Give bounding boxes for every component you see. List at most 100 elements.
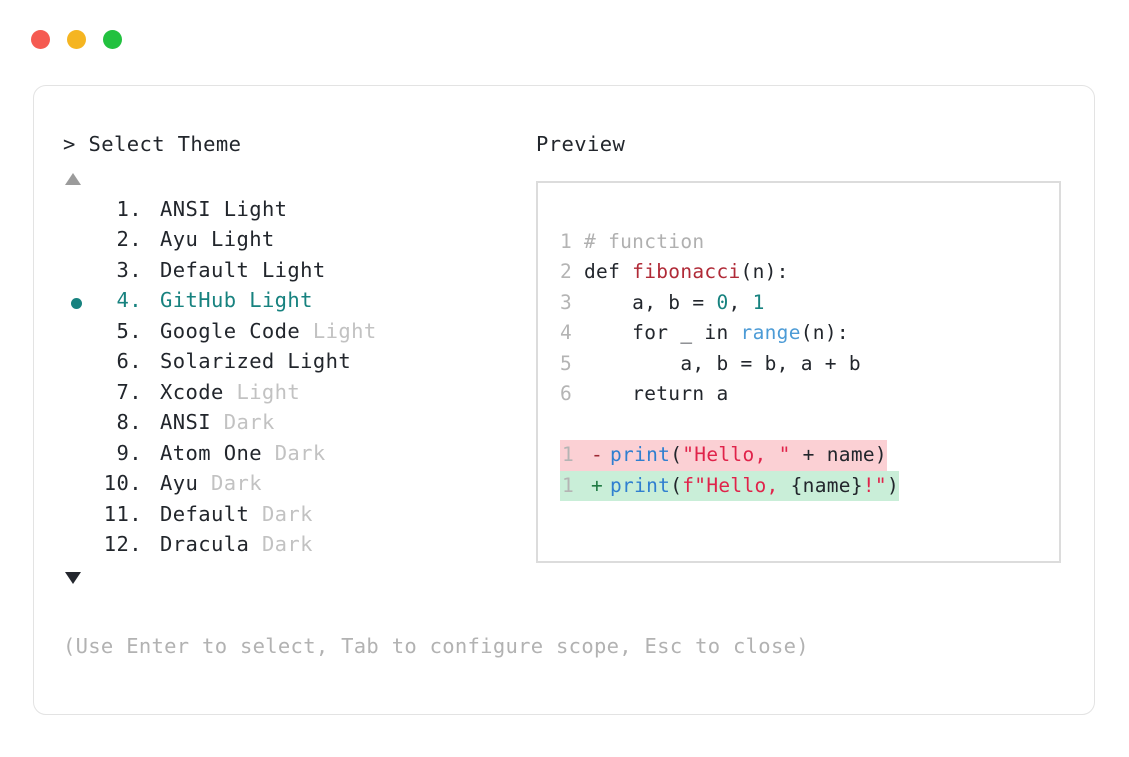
selection-bullet-cell [63,288,97,319]
code-token: # function [584,229,705,253]
theme-index: 12. [103,532,142,556]
theme-index-gap [143,349,160,373]
theme-index-gap [143,410,160,434]
theme-index: 9. [116,440,142,465]
theme-list-item[interactable]: 1. ANSI Light [63,197,533,228]
theme-variant: Light [312,318,377,343]
theme-variant: Dark [261,532,313,556]
selection-bullet-cell [63,532,97,563]
code-token: + name) [790,443,887,466]
code-token: print [610,443,671,466]
diff-line-text: print("Hello, " + name) [610,440,887,471]
theme-index-gap [143,380,160,404]
theme-variant: Dark [210,471,262,495]
theme-name: Default [160,257,262,282]
prompt-label: > Select Theme [63,132,242,156]
footer-hint: (Use Enter to select, Tab to configure s… [63,634,809,658]
theme-list-item[interactable]: 11. Default Dark [63,502,533,533]
theme-index-gap [143,532,160,556]
diff-highlight: 1+print(f"Hello, {name}!") [560,470,900,501]
minimize-button[interactable] [67,30,86,49]
theme-index: 10. [103,471,142,495]
code-line-text: a, b = 0, 1 [584,288,765,319]
line-number: 4 [560,321,573,344]
theme-index: 11. [103,501,142,526]
selection-bullet-cell [63,227,97,258]
code-line: 3 a, b = 0, 1 [538,288,1059,319]
theme-list-item[interactable]: 12. Dracula Dark [63,532,533,563]
scroll-up-icon[interactable] [65,172,81,185]
diff-sign: - [590,443,604,466]
code-token: "Hello, " [682,443,791,466]
diff-gutter-pad [538,440,560,471]
theme-index: 6. [116,349,142,373]
line-number: 6 [560,382,573,405]
code-token: (n): [800,321,849,344]
theme-list-item[interactable]: 4. GitHub Light [63,288,533,319]
close-button[interactable] [31,30,50,49]
code-token: range [740,321,801,344]
theme-index-gap [143,227,160,251]
code-token: a, b = [584,290,717,314]
code-token: , [728,290,753,314]
code-token: ( [670,473,683,497]
selection-bullet-cell [63,319,97,350]
code-line-text: a, b = b, a + b [584,349,861,380]
theme-list-item[interactable]: 5. Google Code Light [63,319,533,350]
theme-name: GitHub [160,288,250,312]
theme-name: ANSI [160,410,224,434]
selection-bullet-cell [63,502,97,533]
selection-bullet-cell [63,197,97,228]
theme-variant: Light [223,196,288,221]
selection-bullet-cell [63,380,97,411]
code-line: 4 for _ in range(n): [538,318,1059,349]
code-line: 5 a, b = b, a + b [538,349,1059,380]
maximize-button[interactable] [103,30,122,49]
theme-index-gap [143,319,160,343]
code-line-text: # function [584,227,704,258]
theme-index: 1. [116,196,142,221]
theme-variant: Light [210,227,275,251]
theme-list-item[interactable]: 3. Default Light [63,258,533,289]
code-token: f"Hello, [682,473,791,497]
code-line: 6 return a [538,379,1059,410]
theme-variant: Light [287,349,352,373]
code-line-text: def fibonacci(n): [584,257,789,288]
theme-index-gap [143,258,160,282]
selection-bullet-cell [63,441,97,472]
code-line: 1# function [538,227,1059,258]
selection-bullet-cell [63,349,97,380]
theme-variant: Dark [274,440,326,465]
theme-index-gap [143,502,160,526]
code-token: ( [670,443,683,466]
theme-index-gap [143,288,160,312]
theme-name: Ayu [160,227,211,251]
theme-index-gap [143,197,160,221]
theme-index: 2. [116,227,142,251]
code-token: ) [886,473,900,497]
theme-index: 7. [116,379,142,404]
code-line-text: return a [584,379,728,410]
code-blank-line [538,410,1059,441]
theme-list-item[interactable]: 2. Ayu Light [63,227,533,258]
code-token: return a [584,382,729,405]
preview-label: Preview [536,132,626,156]
line-number: 5 [560,351,573,375]
theme-list-item[interactable]: 9. Atom One Dark [63,441,533,472]
diff-gutter-pad [538,471,560,502]
theme-list-item[interactable]: 6. Solarized Light [63,349,533,380]
theme-index: 4. [116,288,142,312]
theme-list-item[interactable]: 7. Xcode Light [63,380,533,411]
theme-list-item[interactable]: 10. Ayu Dark [63,471,533,502]
line-number: 3 [560,290,573,314]
selected-bullet-icon [71,297,82,309]
code-token: 0 [716,290,729,314]
theme-list-item[interactable]: 8. ANSI Dark [63,410,533,441]
diff-sign: + [590,473,604,497]
scroll-down-icon[interactable] [65,571,81,584]
